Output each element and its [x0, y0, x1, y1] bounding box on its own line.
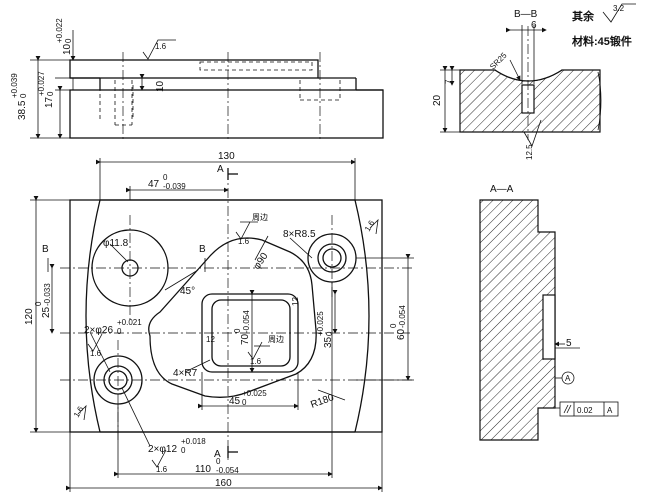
bb-dim-12-5: 12.5	[525, 144, 534, 160]
dim-38-tol-top: +0.039	[10, 73, 19, 98]
dim-17-tol-bot: 0	[46, 91, 55, 96]
section-b-left: B	[42, 244, 49, 255]
front-view	[30, 30, 384, 142]
roughness-plan-3: 1.6	[90, 349, 102, 358]
zhoubian-1: 周边	[252, 212, 268, 222]
plan-view	[30, 158, 414, 492]
plan-dim-12-a: 12	[291, 297, 300, 306]
plan-dim-25: 25	[41, 306, 52, 318]
plan-holes12-tol-top: +0.018	[181, 437, 206, 446]
plan-dim-70: 70	[240, 333, 251, 345]
parallel-value: 0.02	[577, 406, 593, 415]
plan-dim-70-tol-top: 0	[233, 328, 242, 333]
plan-holes12: 2×φ12	[148, 444, 177, 455]
dim-10-group: 10 +0.022 0	[55, 18, 73, 55]
plan-r8-5: 8×R8.5	[283, 229, 316, 240]
bb-dim-7: 7	[444, 79, 453, 84]
aa-dim-5: 5	[566, 338, 572, 349]
dim-10-tol-top: +0.022	[55, 18, 64, 43]
plan-dim-70-tol-bot: -0.054	[242, 310, 251, 333]
plan-dim-120: 120	[24, 308, 35, 325]
plan-dim-45-tol-bot: 0	[242, 398, 247, 407]
section-a-top: A	[217, 164, 224, 175]
bb-sr25: SR25	[488, 51, 509, 72]
dim-17-tol-top: +0.027	[37, 71, 46, 96]
roughness-ear-left: 1.6	[72, 404, 86, 419]
plan-dim-35: 35	[323, 336, 334, 348]
plan-dim-25-tol-bot: -0.033	[43, 283, 52, 306]
dim-38-main: 38.5	[17, 100, 28, 120]
plan-dim-110-tol-top: 0	[216, 457, 221, 466]
roughness-front-top: 1.6	[155, 42, 167, 51]
plan-dim-60-tol-bot: -0.054	[398, 305, 407, 328]
plan-holes26-tol-bot: 0	[117, 327, 122, 336]
plan-dim-12-b: 12	[206, 335, 215, 344]
roughness-plan-2: 1.6	[250, 357, 262, 366]
plan-dim-47-tol-top: 0	[163, 173, 168, 182]
note-material: 材料:45锻件	[572, 34, 632, 48]
dim-10-tol-bot: 0	[64, 38, 73, 43]
plan-holes26-tol-top: +0.021	[117, 318, 142, 327]
zhoubian-2: 周边	[268, 334, 284, 344]
plan-dim-47-tol-bot: -0.039	[163, 182, 186, 191]
note-roughness-value: 3.2	[613, 4, 625, 13]
roughness-plan-1: 1.6	[238, 237, 250, 246]
plan-dim-25-tol-top: 0	[34, 301, 43, 306]
plan-phi90: φ90	[251, 251, 270, 272]
aa-label: A—A	[490, 184, 514, 195]
section-bb	[440, 3, 636, 147]
section-aa	[479, 199, 619, 441]
plan-dim-160: 160	[215, 478, 232, 489]
bb-label: B—B	[514, 9, 538, 20]
plan-dim-45-tol-top: +0.025	[242, 389, 267, 398]
plan-dim-130: 130	[218, 151, 235, 162]
plan-r7: 4×R7	[173, 368, 198, 379]
dim-10-main: 10	[62, 43, 73, 55]
plan-dim-45: 45	[229, 396, 241, 407]
note-other-prefix: 其余	[572, 9, 595, 23]
plan-dim-110-tol-bot: -0.054	[216, 466, 239, 475]
front-lower-base	[69, 89, 384, 139]
dim-17-group: 17 +0.027 0	[37, 71, 55, 108]
roughness-ear-right: 1.6	[363, 218, 377, 233]
roughness-plan-4: 1.6	[156, 465, 168, 474]
bb-width-6: 6	[531, 20, 537, 31]
dim-38-tol-bot: 0	[19, 93, 28, 98]
plan-dim-35-tol-bot: 0	[325, 331, 334, 336]
section-b-right: B	[199, 244, 206, 255]
datum-a-label: A	[565, 374, 571, 383]
plan-dim-35-tol-top: +0.025	[316, 311, 325, 336]
plan-holes12-tol-bot: 0	[181, 446, 186, 455]
plan-holes26: 2×φ26	[84, 325, 113, 336]
front-upper-plate	[69, 59, 319, 79]
dim-10-inner: 10	[155, 80, 166, 92]
plan-angle-45: 45°	[180, 286, 195, 297]
dim-17-main: 17	[44, 96, 55, 108]
dim-38-group: 38.5 +0.039 0	[10, 73, 28, 120]
plan-dim-110: 110	[195, 464, 211, 475]
plan-dim-47: 47	[148, 179, 160, 190]
plan-dim-60: 60	[396, 328, 407, 340]
bb-dim-20: 20	[432, 94, 443, 106]
parallel-ref: A	[607, 406, 613, 415]
plan-phi11-8: φ11.8	[103, 238, 129, 249]
section-a-bottom: A	[214, 449, 221, 460]
plan-dim-60-tol-top: 0	[389, 323, 398, 328]
